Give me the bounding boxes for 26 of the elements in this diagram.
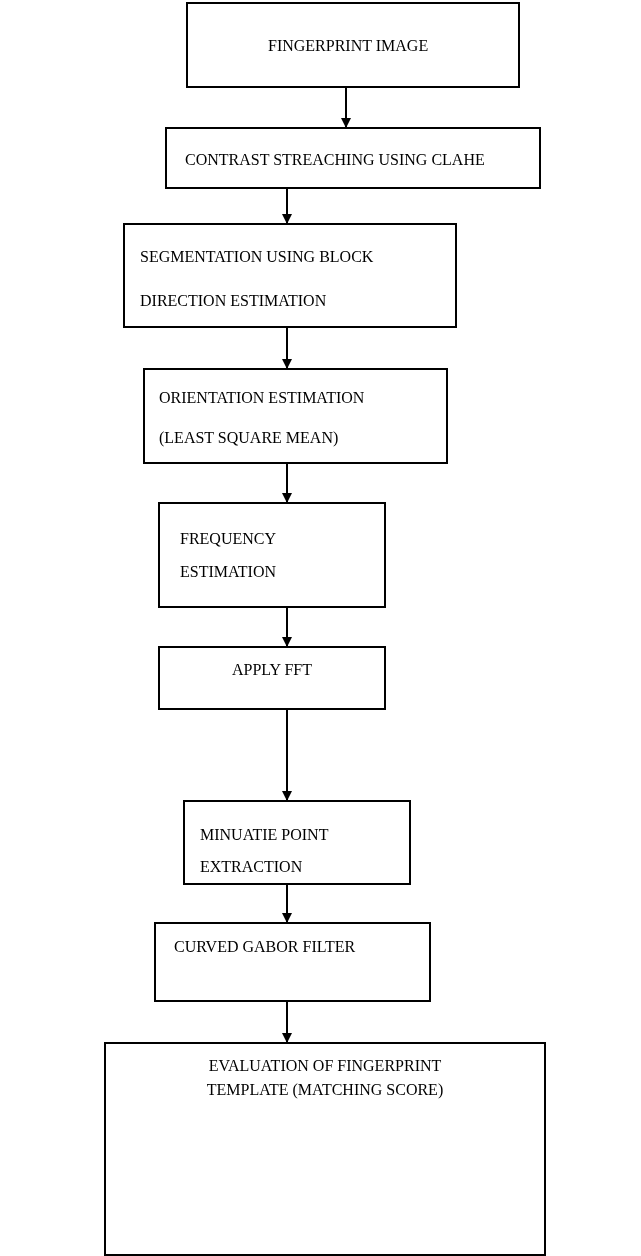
- process-box: [154, 922, 431, 1002]
- arrow: [282, 1001, 292, 1043]
- step-label: FINGERPRINT IMAGE: [268, 36, 430, 56]
- step-label: MINUATIE POINT EXTRACTION: [200, 825, 330, 877]
- step-label: SEGMENTATION USING BLOCK DIRECTION ESTIMATION: [140, 247, 375, 311]
- step-label: ORIENTATION ESTIMATION (LEAST SQUARE MEAN): [159, 388, 366, 449]
- step-label: APPLY FFT: [230, 660, 314, 680]
- step-label: CONTRAST STREACHING USING CLAHE: [185, 150, 486, 170]
- process-box: [123, 223, 457, 328]
- arrow: [282, 709, 292, 801]
- step-label: CURVED GABOR FILTER: [174, 937, 357, 957]
- process-box: [158, 646, 386, 710]
- process-box: [186, 2, 520, 88]
- process-box: [143, 368, 448, 464]
- arrow: [282, 463, 292, 503]
- step-label: EVALUATION OF FINGERPRINT TEMPLATE (MATCHING SCORE): [205, 1056, 445, 1101]
- process-box: [158, 502, 386, 608]
- arrow: [282, 884, 292, 923]
- arrow: [282, 607, 292, 647]
- process-box: [183, 800, 411, 885]
- arrow: [341, 87, 351, 128]
- process-box: [104, 1042, 546, 1256]
- step-label: FREQUENCY ESTIMATION: [180, 529, 277, 582]
- process-box: [165, 127, 541, 189]
- arrow: [282, 327, 292, 369]
- arrow: [282, 188, 292, 224]
